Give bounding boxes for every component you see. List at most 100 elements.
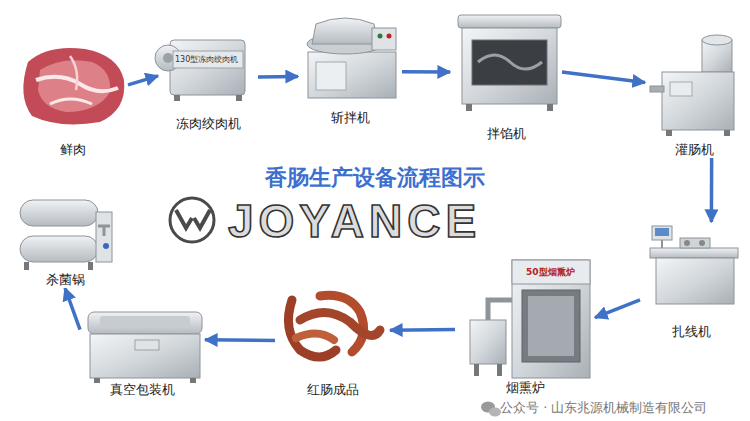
meat-picture [50, 99, 92, 104]
wechat-icon [489, 408, 501, 417]
packer-picture [135, 340, 159, 350]
packer-picture [94, 378, 100, 383]
stuffer-picture [670, 82, 692, 96]
smokehouse-picture [474, 364, 479, 376]
chopper-picture [372, 28, 396, 50]
twister-picture [656, 258, 734, 304]
sausage-picture [296, 333, 334, 340]
station-label: 冻肉绞肉机 [174, 116, 243, 132]
retort-picture [20, 236, 98, 262]
twister-picture [699, 240, 705, 246]
machine-station: 拌馅机 [450, 10, 562, 142]
chopper-picture [316, 62, 346, 90]
meat-picture [70, 56, 77, 90]
grinder-picture [170, 40, 245, 95]
flow-arrow [402, 70, 450, 74]
retort-picture [20, 200, 98, 226]
chopper-picture [378, 34, 383, 39]
machine-station: 杀菌锅 [10, 192, 120, 288]
retort-picture [20, 200, 112, 270]
meat-picture [23, 48, 124, 125]
stuffer-picture [666, 130, 672, 136]
grinder-picture [236, 95, 242, 101]
meat-picture [23, 48, 124, 125]
twister-picture [661, 240, 663, 248]
logo-mark [170, 198, 214, 242]
twister-picture [650, 248, 738, 258]
flow-arrow [710, 158, 714, 222]
flow-arrow [65, 288, 80, 330]
machine-station: 灌肠机 [645, 30, 743, 158]
chopper-picture [308, 52, 396, 98]
station-label: 斩拌机 [329, 110, 372, 126]
packer-picture [190, 378, 196, 383]
twister-picture [650, 226, 738, 304]
mixer-picture [462, 28, 557, 104]
stuffer-picture [650, 86, 664, 92]
stuffer-picture [650, 35, 734, 136]
meat-picture [38, 60, 110, 112]
station-label: 真空包装机 [108, 382, 177, 398]
packer-picture [100, 316, 190, 328]
machine-plate: 130型冻肉绞肉机 [175, 54, 238, 65]
smokehouse-picture [470, 320, 506, 364]
retort-picture [96, 212, 112, 262]
flow-arrow [258, 75, 298, 79]
smokehouse-picture [522, 290, 580, 362]
machine-station: 真空包装机 [80, 296, 205, 398]
retort-picture [103, 243, 109, 249]
smokehouse-picture [497, 364, 502, 376]
grinder-picture [163, 53, 173, 63]
machine-station: 冻肉绞肉机 [158, 28, 258, 132]
twister-picture [652, 226, 672, 240]
machine-station: 红肠成品 [275, 283, 390, 398]
flow-arrow [595, 300, 640, 318]
flow-arrow [128, 76, 158, 85]
packer-picture [88, 312, 202, 334]
chopper-picture [312, 18, 378, 44]
diagram-title: 香肠生产设备流程图示 [265, 163, 485, 193]
smokehouse-picture [512, 260, 590, 284]
machine-station: 鲜肉 [18, 42, 128, 158]
station-label: 红肠成品 [305, 382, 361, 398]
stuffer-picture [702, 35, 732, 45]
machine-station: 斩拌机 [298, 8, 402, 126]
mixer-picture [547, 104, 553, 111]
packer-picture [90, 334, 200, 378]
mixer-picture [466, 104, 472, 111]
logo-mark [176, 210, 210, 228]
flow-arrow [205, 338, 275, 342]
machine-plate: 50型烟熏炉 [526, 266, 575, 279]
flow-arrow [390, 328, 455, 332]
logo-mark [170, 198, 214, 242]
chopper-picture [307, 18, 396, 98]
mixer-picture [458, 15, 561, 28]
station-label: 拌馅机 [485, 126, 528, 142]
wechat-icon [481, 402, 501, 417]
grinder-picture [174, 95, 180, 101]
mixer-picture [478, 55, 542, 69]
station-label: 灌肠机 [673, 142, 716, 158]
packer-picture [88, 312, 202, 383]
smokehouse-picture [470, 260, 590, 378]
machine-station: 扎线机 [640, 222, 742, 340]
brand-logo: JOYANCE [228, 194, 481, 248]
chopper-picture [387, 34, 392, 39]
sausage-picture [288, 295, 380, 357]
mixer-picture [458, 15, 561, 111]
station-label: 杀菌锅 [44, 272, 87, 288]
station-label: 鲜肉 [58, 142, 88, 158]
grinder-picture [155, 40, 245, 101]
smokehouse-picture [488, 300, 512, 320]
stuffer-picture [724, 130, 730, 136]
smokehouse-picture [528, 296, 574, 356]
flow-arrow [562, 72, 645, 82]
twister-picture [680, 238, 710, 248]
retort-picture [88, 262, 93, 270]
mixer-picture [472, 40, 547, 85]
retort-picture [24, 262, 29, 270]
twister-picture [684, 240, 690, 246]
stuffer-picture [662, 72, 734, 130]
station-label: 烟熏炉 [504, 380, 547, 396]
station-label: 扎线机 [670, 324, 713, 340]
